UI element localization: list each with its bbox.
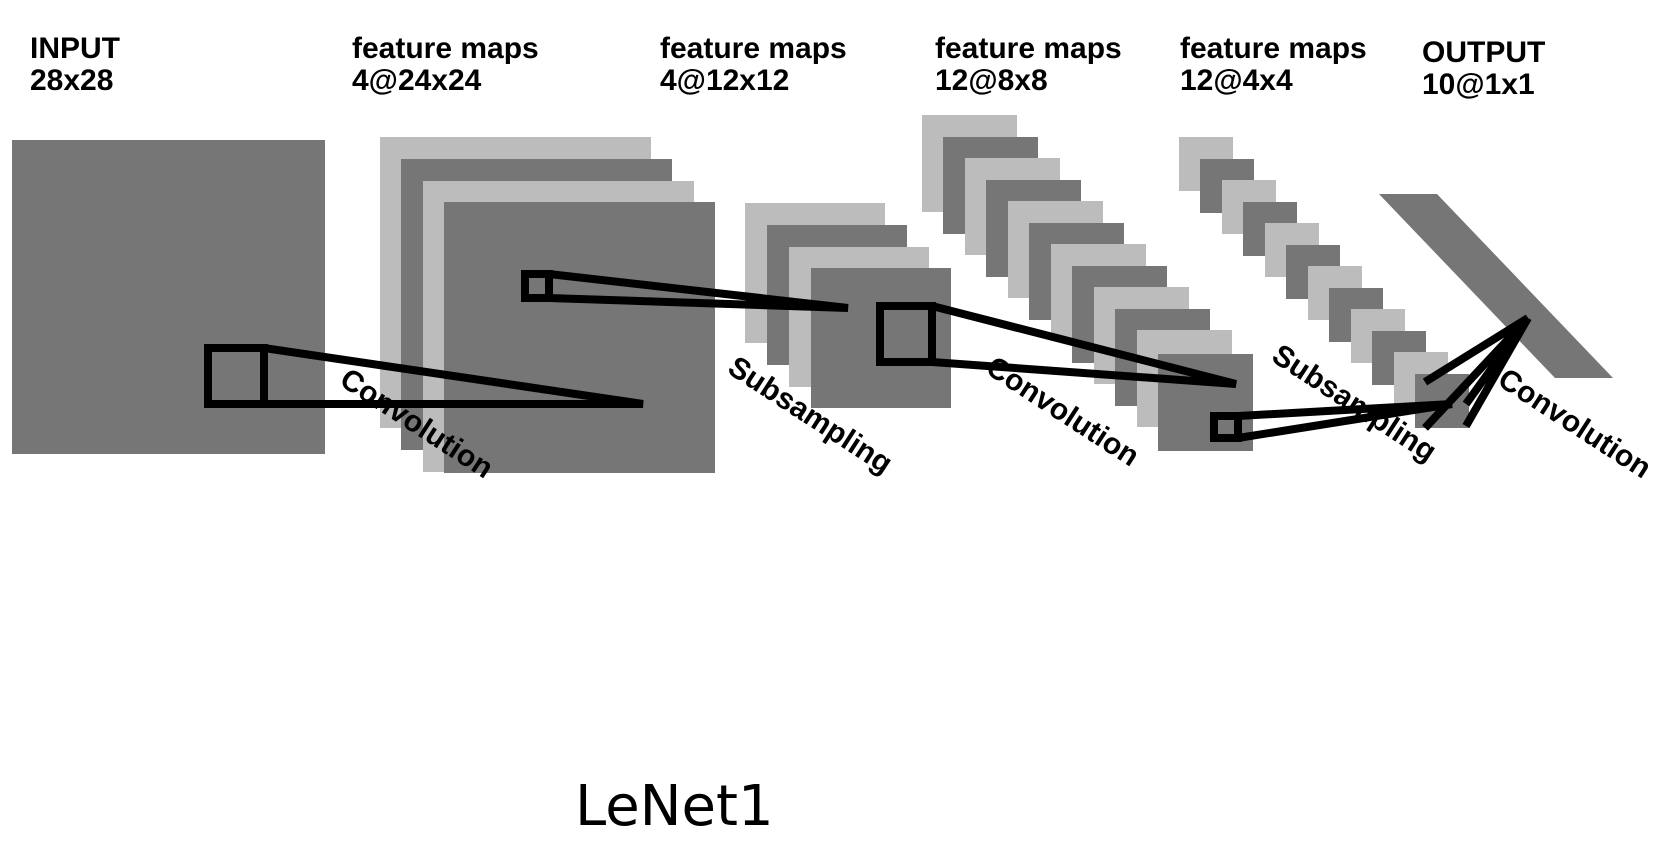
layer-title: feature maps	[352, 32, 539, 65]
output-units	[1379, 194, 1613, 378]
connector-s2-to-output	[1422, 314, 1532, 431]
connector-input-to-c1	[204, 344, 644, 408]
layer-label-s2: feature maps 12@4x4	[1180, 32, 1367, 97]
layer-title: feature maps	[660, 32, 847, 65]
feature-map	[444, 202, 715, 473]
diagram-caption: LeNet1	[575, 774, 774, 839]
s2-feature-maps	[1179, 137, 1469, 428]
layer-label-c2: feature maps 12@8x8	[935, 32, 1122, 97]
connector-lines	[1422, 314, 1532, 431]
layer-label-c1: feature maps 4@24x24	[352, 32, 539, 97]
layer-shape: 4@12x12	[660, 64, 789, 97]
layer-shape: 28x28	[30, 64, 113, 97]
connector-lines	[208, 344, 644, 408]
layer-title: OUTPUT	[1422, 36, 1545, 69]
layer-shape: 12@4x4	[1180, 64, 1293, 97]
layer-shape: 10@1x1	[1422, 68, 1535, 101]
connector-lines	[525, 270, 849, 312]
layer-label-input: INPUT 28x28	[30, 32, 120, 97]
layer-shape: 4@24x24	[352, 64, 482, 97]
layer-label-s1: feature maps 4@12x12	[660, 32, 847, 97]
connector-c1-to-s1	[521, 270, 849, 312]
op-label-convolution: Convolution	[1492, 362, 1657, 485]
connector-lines	[880, 302, 1237, 388]
layer-label-output: OUTPUT 10@1x1	[1422, 36, 1545, 101]
layer-shape: 12@8x8	[935, 64, 1048, 97]
connector-s1-to-c2	[876, 302, 1237, 388]
layer-title: feature maps	[1180, 32, 1367, 65]
layer-title: INPUT	[30, 32, 120, 65]
layer-title: feature maps	[935, 32, 1122, 65]
s1-feature-maps	[745, 203, 951, 408]
